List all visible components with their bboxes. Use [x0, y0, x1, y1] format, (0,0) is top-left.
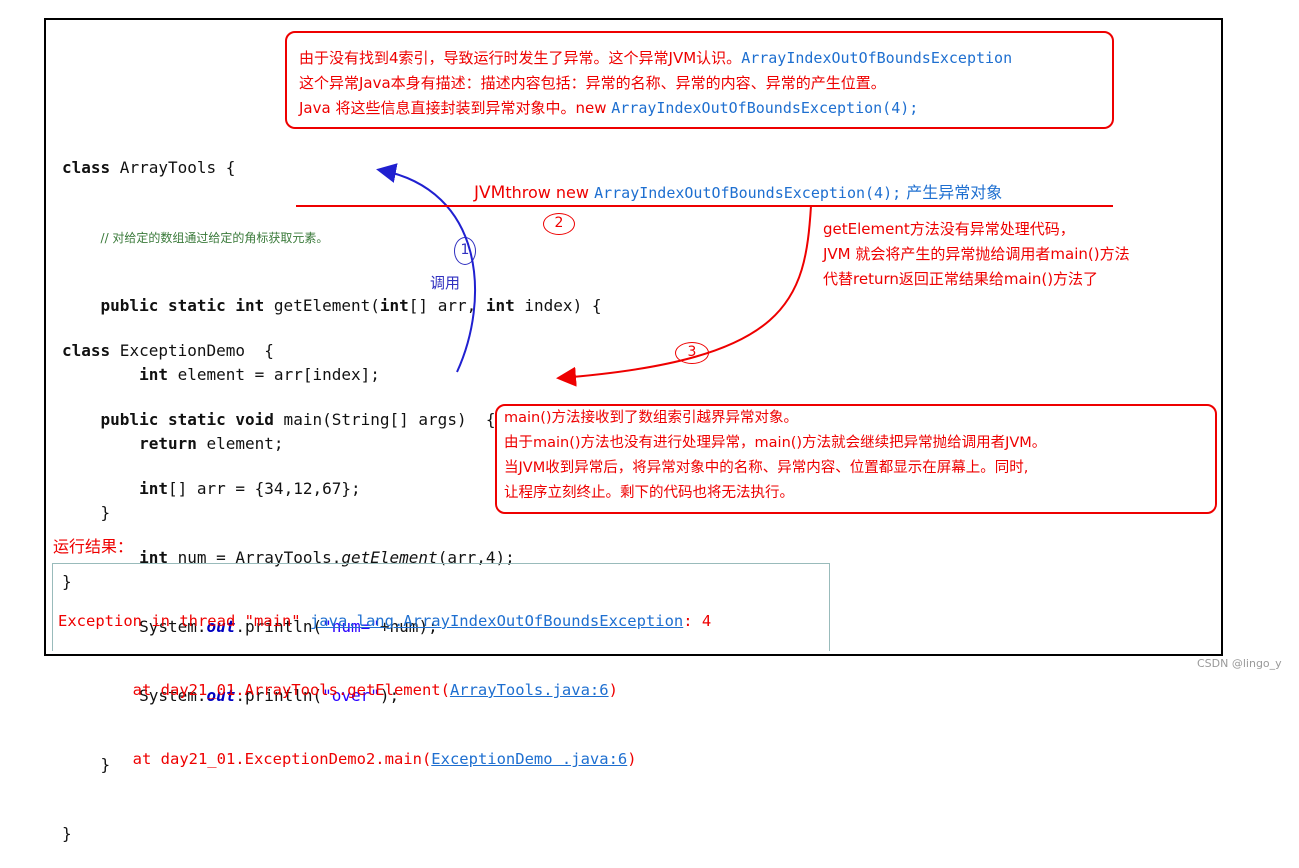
- stack-link-array-tools[interactable]: ArrayTools.java:6: [449, 681, 609, 699]
- watermark: CSDN @lingo_y: [1197, 657, 1282, 670]
- note-right: getElement方法没有异常处理代码， JVM 就会将产生的异常抛给调用者m…: [823, 220, 1130, 288]
- code-array-tools: class ArrayTools { // 对给定的数组通过给定的角标获取元素。…: [62, 158, 602, 591]
- exception-class-link[interactable]: java.lang.ArrayIndexOutOfBoundsException: [309, 612, 684, 630]
- callout-bottom-text: main()方法接收到了数组索引越界异常对象。 由于main()方法也没有进行处…: [504, 410, 1047, 501]
- result-label: 运行结果：: [53, 537, 134, 556]
- step-circle-2: 2: [543, 213, 575, 235]
- code-comment: // 对给定的数组通过给定的角标获取元素。: [100, 231, 329, 245]
- callout-top: [285, 31, 1114, 129]
- callout-bottom: [495, 404, 1217, 514]
- jvm-throw-line: JVMthrow new ArrayIndexOutOfBoundsExcept…: [474, 183, 1003, 203]
- throw-back-arrow: [556, 205, 812, 387]
- callout-top-text: 由于没有找到4索引，导致运行时发生了异常。这个异常JVM认识。ArrayInde…: [299, 49, 1013, 117]
- call-arrow: [376, 163, 477, 373]
- stack-link-exception-demo[interactable]: ExceptionDemo .java:6: [431, 750, 628, 768]
- console-output-box: [52, 563, 830, 651]
- call-label: 调用: [430, 274, 461, 292]
- arrows-overlay: [296, 163, 1113, 387]
